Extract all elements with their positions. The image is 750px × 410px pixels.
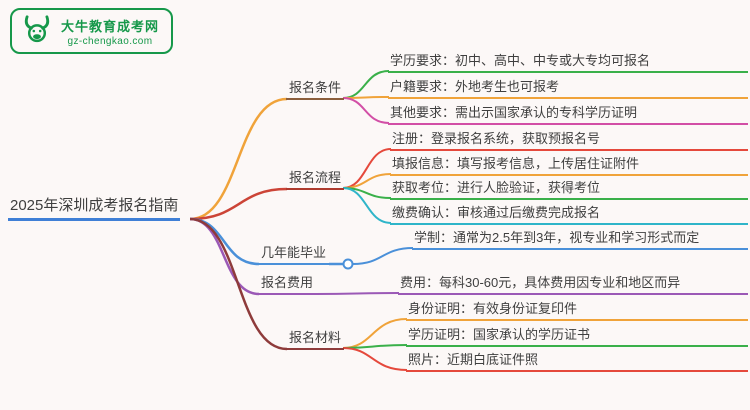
leaf-identity-proof: 身份证明：有效身份证复印件 (406, 301, 748, 321)
edge-graduation-duration (352, 247, 414, 265)
edge-process-payment (342, 187, 392, 224)
edge-materials-photo (342, 347, 408, 371)
branch-fees: 报名费用 (258, 275, 317, 295)
edge-conditions-residency (342, 96, 390, 99)
leaf-study-duration: 学制：通常为2.5年到3年，视专业和学习形式而定 (412, 230, 748, 250)
leaf-education-proof: 学历证明：国家承认的学历证书 (406, 327, 748, 347)
leaf-payment-step: 缴费确认：审核通过后缴费完成报名 (390, 205, 748, 225)
leaf-photo: 照片：近期白底证件照 (406, 352, 748, 372)
leaf-get-seat-step: 获取考位：进行人脸验证，获得考位 (390, 180, 748, 200)
branch-materials: 报名材料 (286, 330, 345, 350)
root-topic: 2025年深圳成考报名指南 (8, 197, 181, 221)
edge-materials-identity (342, 318, 408, 349)
branch-graduation-years: 几年能毕业 (258, 245, 330, 265)
logo-text: 大牛教育成考网 gz-chengkao.com (61, 16, 159, 47)
edge-root-fees (189, 217, 260, 296)
bull-icon (24, 15, 50, 43)
edge-root-conditions (189, 97, 288, 221)
branch-conditions: 报名条件 (286, 80, 345, 100)
leaf-fill-info-step: 填报信息：填写报考信息，上传居住证附件 (390, 156, 748, 176)
collapse-circle (342, 258, 354, 270)
leaf-fee-amount: 费用：每科30-60元，具体费用因专业和地区而异 (398, 275, 748, 295)
site-logo: 大牛教育成考网 gz-chengkao.com (10, 8, 174, 54)
logo-name: 大牛教育成考网 (61, 18, 160, 34)
leaf-education-requirement: 学历要求：初中、高中、中专或大专均可报名 (388, 53, 748, 73)
edge-conditions-education (342, 70, 390, 99)
leaf-residency-requirement: 户籍要求：外地考生也可报考 (388, 79, 748, 99)
edge-fees-fee (315, 292, 400, 295)
edge-root-process (189, 187, 288, 221)
edge-conditions-other (342, 97, 390, 124)
edge-process-register (342, 148, 392, 189)
leaf-other-requirement: 其他要求：需出示国家承认的专科学历证明 (388, 105, 748, 125)
logo-url: gz-chengkao.com (67, 35, 153, 47)
branch-process: 报名流程 (286, 170, 345, 190)
edge-root-materials (189, 217, 288, 351)
leaf-register-step: 注册：登录报名系统，获取预报名号 (390, 131, 748, 151)
